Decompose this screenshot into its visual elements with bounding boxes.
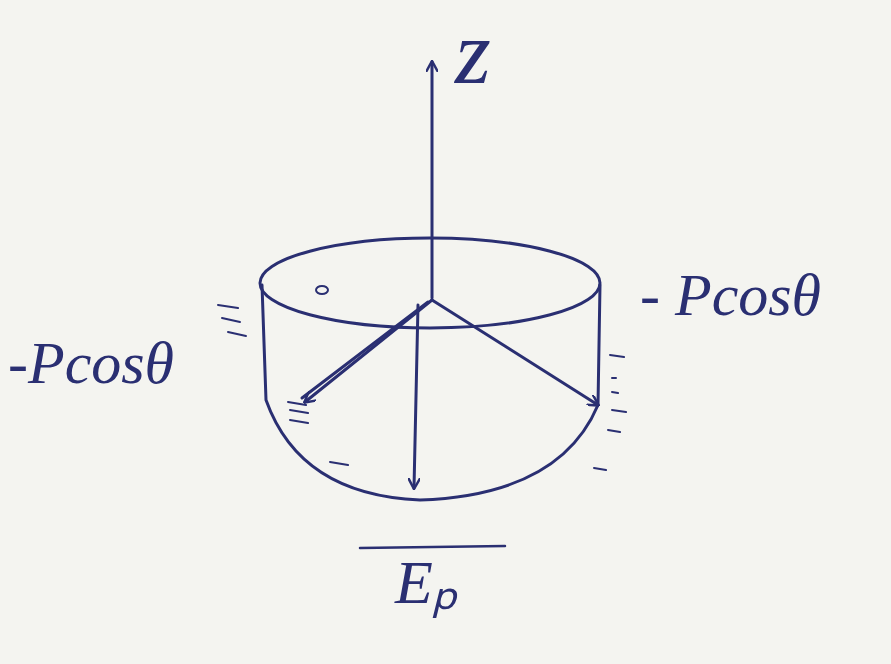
charge-mark: [316, 286, 328, 294]
field-label: Eₚ: [395, 548, 458, 616]
bowl-side: [262, 285, 600, 500]
bowl-rim: [260, 238, 600, 328]
charge-dashes: [218, 305, 626, 470]
component-label: -Pcosθ: [8, 330, 174, 396]
axis-label: z: [455, 2, 491, 103]
vector-down: [414, 305, 418, 488]
vector-left-double: [302, 302, 428, 398]
vector-right: [432, 300, 598, 405]
component-label: - Pcosθ: [640, 262, 821, 328]
bar-line: [360, 546, 505, 548]
z-axis: [431, 62, 434, 298]
